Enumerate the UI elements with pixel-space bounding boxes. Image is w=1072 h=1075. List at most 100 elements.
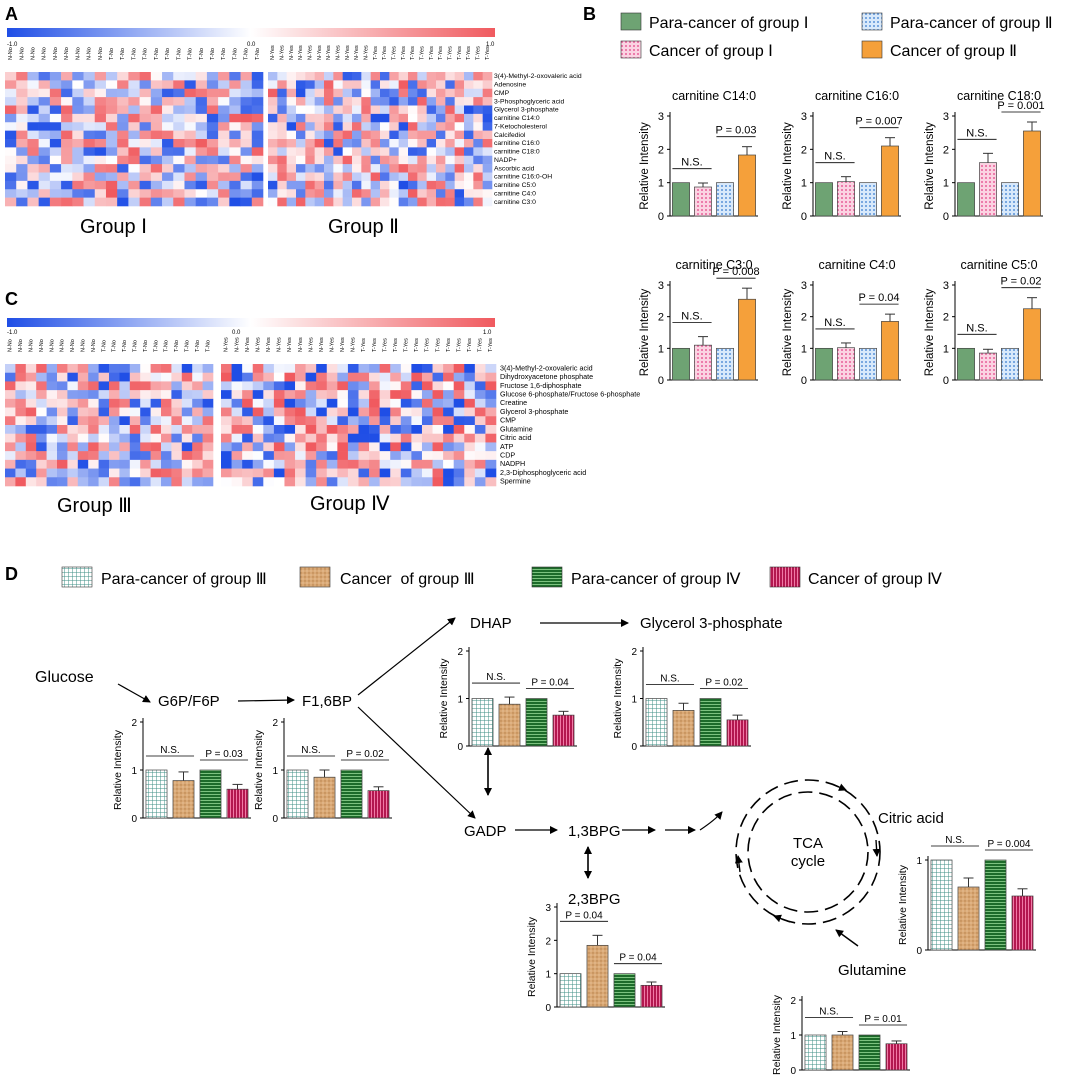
heatmap-cell <box>181 468 193 478</box>
heatmap-cell <box>251 139 264 148</box>
heatmap-cell <box>445 139 455 148</box>
y-tick-label: 1 <box>631 695 637 706</box>
heatmap-cell <box>251 105 264 115</box>
heatmap-cell <box>277 105 287 115</box>
column-label: N-No <box>18 339 24 352</box>
heatmap-cell <box>464 164 474 173</box>
bar <box>145 769 168 819</box>
legend-b: Para-cancer of group Ⅰ Para-cancer of gr… <box>620 12 1053 60</box>
heatmap-cell <box>443 459 454 469</box>
heatmap-cell <box>206 147 219 157</box>
row-label: Glucose 6-phosphate/Fructose 6-phosphate <box>500 390 640 399</box>
heatmap-cell <box>464 72 474 81</box>
heatmap-cell <box>240 97 253 106</box>
heatmap-cell <box>16 172 28 182</box>
column-label: T-No <box>174 340 180 352</box>
heatmap-cell <box>49 155 62 165</box>
heatmap-cell <box>454 113 465 123</box>
bar <box>525 698 548 747</box>
heatmap-cell <box>252 425 264 435</box>
heatmap-cell <box>251 147 264 157</box>
heatmap-cell <box>5 97 17 106</box>
bar <box>199 769 222 819</box>
heatmap-cell <box>25 433 37 443</box>
heatmap-cell <box>98 381 110 391</box>
heatmap-cell <box>369 381 380 391</box>
heatmap-cell <box>342 72 353 81</box>
row-label: carnitine C5:0 <box>494 182 536 189</box>
heatmap-cell <box>333 180 343 190</box>
bar <box>859 347 877 381</box>
heatmap-cell <box>370 172 381 182</box>
heatmap-cell <box>443 451 454 461</box>
heatmap-cell <box>173 164 185 173</box>
heatmap-cell <box>324 113 334 123</box>
heatmap-cell <box>139 105 152 115</box>
heatmap-cell <box>61 155 73 165</box>
row-label: CMP <box>500 416 516 425</box>
heatmap-cell <box>117 80 129 90</box>
heatmap-cell <box>252 433 264 443</box>
heatmap-cell <box>296 122 306 131</box>
significance-label: P = 0.02 <box>1000 276 1041 288</box>
y-axis-label: Relative Intensity <box>639 288 651 376</box>
heatmap-cell <box>202 398 214 408</box>
heatmap-cell <box>400 398 412 408</box>
chart-title: carnitine C5:0 <box>960 258 1037 272</box>
panel-label-b: B <box>583 4 596 24</box>
heatmap-cell <box>464 381 476 391</box>
heatmap-cell <box>390 416 402 426</box>
heatmap-cell <box>117 97 129 106</box>
heatmap-cell <box>485 372 497 382</box>
heatmap-cell <box>277 122 287 131</box>
heatmap-cell <box>369 459 380 469</box>
heatmap-cell <box>206 172 219 182</box>
group-label-2: Group Ⅱ <box>328 216 399 238</box>
column-label: T-No <box>164 340 170 352</box>
heatmap-cell <box>284 468 296 478</box>
heatmap-cell <box>352 88 362 98</box>
heatmap-cell <box>436 72 446 81</box>
heatmap-cell <box>72 122 84 131</box>
heatmap-cell <box>324 72 334 81</box>
heatmap-cell <box>473 113 483 123</box>
heatmap-cell <box>286 88 297 98</box>
heatmap-cell <box>88 468 99 478</box>
heatmap-cell <box>49 122 62 131</box>
heatmap-cell <box>98 407 110 417</box>
heatmap-cell <box>94 130 107 140</box>
heatmap-cell <box>25 468 37 478</box>
heatmap-cell <box>5 147 17 157</box>
heatmap-cell <box>273 416 285 426</box>
heatmap-cell <box>361 72 371 81</box>
column-label: T-Yes <box>373 46 379 60</box>
heatmap-cell <box>181 398 193 408</box>
heatmap-cell <box>57 390 68 400</box>
heatmap-cell <box>464 180 474 190</box>
significance-label: P = 0.007 <box>855 116 902 128</box>
significance-label: N.S. <box>301 745 320 756</box>
heatmap-cell <box>139 189 152 198</box>
heatmap-cell <box>181 459 193 469</box>
group-label-4: Group Ⅳ <box>310 493 390 515</box>
heatmap-cell <box>77 390 89 400</box>
heatmap-cell <box>379 364 391 374</box>
bar <box>881 321 899 381</box>
heatmap-cell <box>202 433 214 443</box>
heatmap-cell <box>27 130 39 140</box>
heatmap-cell <box>242 468 254 478</box>
heatmap-cell <box>77 477 89 487</box>
significance-label: N.S. <box>945 835 964 846</box>
column-label: T-No <box>143 340 149 352</box>
heatmap-cell <box>67 372 79 382</box>
heatmap-cell <box>361 180 371 190</box>
heatmap-cell <box>286 197 297 207</box>
heatmap-cell <box>361 155 371 165</box>
bar <box>694 186 712 217</box>
heatmap-cell <box>88 433 99 443</box>
heatmap-cell <box>181 451 193 461</box>
heatmap-cell <box>61 122 73 131</box>
heatmap-cell <box>173 80 185 90</box>
